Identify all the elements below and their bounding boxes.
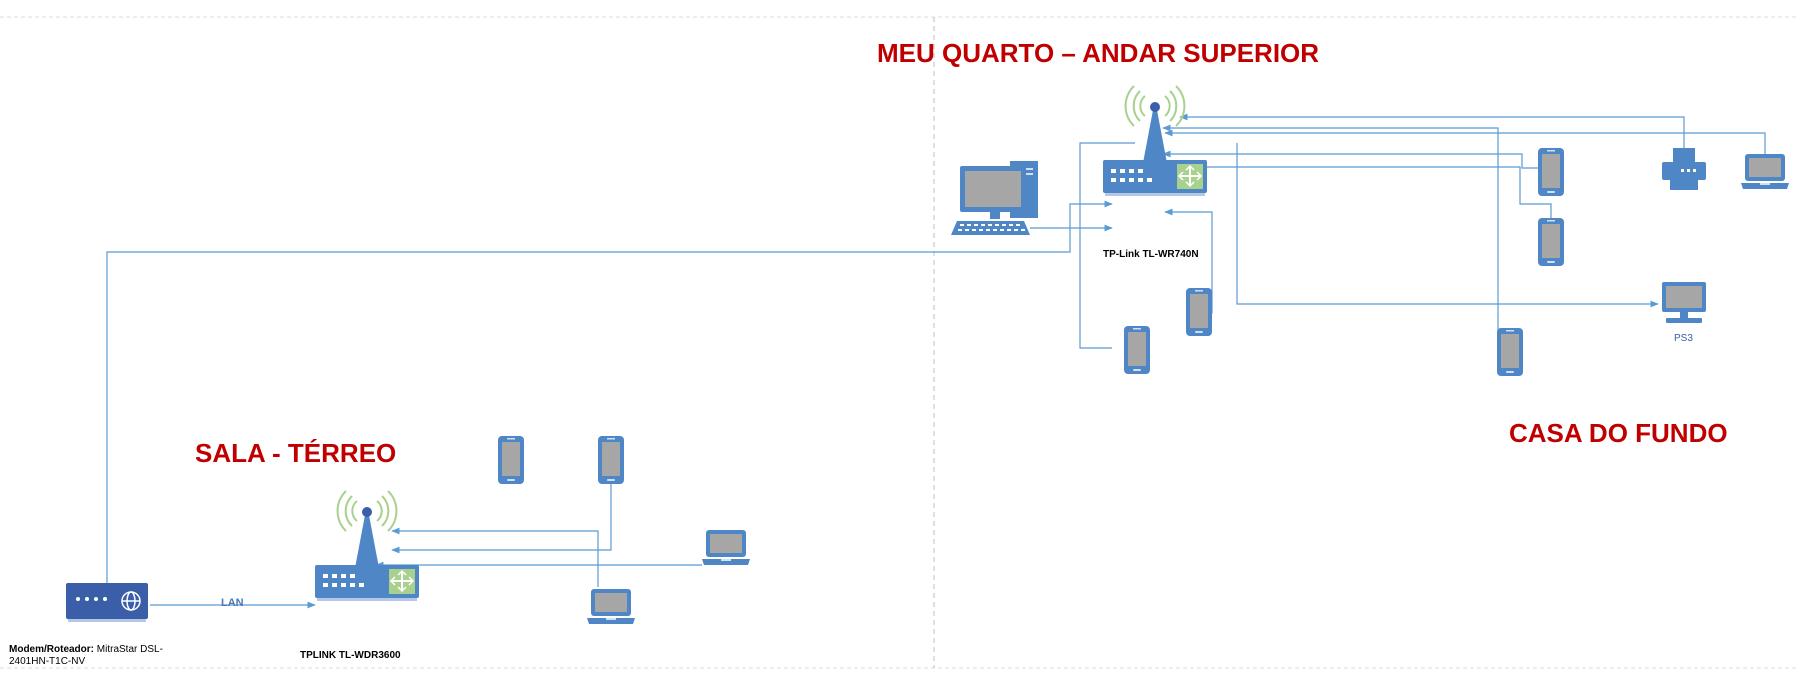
modem-label-model-line2: 2401HN-T1C-NV bbox=[9, 656, 86, 667]
globe-icon bbox=[121, 591, 141, 611]
phone-icon-ground-2 bbox=[598, 436, 624, 484]
router-upstairs-device bbox=[1102, 85, 1208, 197]
zone-title-back-house: CASA DO FUNDO bbox=[1509, 418, 1728, 448]
printer-icon bbox=[1662, 148, 1706, 190]
link-printer bbox=[1179, 113, 1685, 148]
link-phone-upstairs-left bbox=[1079, 142, 1135, 349]
modem-label-bold: Modem/Roteador: bbox=[9, 644, 94, 655]
connections bbox=[106, 113, 1766, 609]
phone-icon-upstairs-left bbox=[1124, 326, 1150, 374]
laptop-icon-ground-bottom bbox=[587, 589, 635, 624]
desktop-computer-icon bbox=[951, 161, 1038, 235]
phone-icon-right-mid bbox=[1538, 218, 1564, 266]
phone-icon-right-bottom bbox=[1497, 328, 1523, 376]
lan-link-label: LAN bbox=[221, 597, 244, 609]
link-laptop-ground-bottom bbox=[391, 527, 599, 587]
ps3-label: PS3 bbox=[1674, 333, 1693, 344]
link-ps3 bbox=[1236, 143, 1659, 308]
link-phone-right-top bbox=[1162, 150, 1538, 169]
modem-label-model: MitraStar DSL- bbox=[94, 644, 163, 655]
link-modem-to-upstairs-router bbox=[106, 200, 1113, 589]
zone-title-upstairs: MEU QUARTO – ANDAR SUPERIOR bbox=[877, 38, 1320, 68]
phone-icon-right-top bbox=[1538, 148, 1564, 196]
zone-title-ground: SALA - TÉRREO bbox=[195, 438, 397, 468]
router-ground-device bbox=[314, 490, 420, 602]
modem-label: Modem/Roteador: MitraStar DSL- 2401HN-T1… bbox=[9, 644, 163, 668]
router-ground-label: TPLINK TL-WDR3600 bbox=[300, 650, 401, 661]
router-upstairs-label: TP-Link TL-WR740N bbox=[1103, 249, 1199, 260]
link-phone-ground-2 bbox=[391, 482, 612, 554]
link-phone-right-mid bbox=[1162, 163, 1552, 242]
link-laptop-right bbox=[1164, 129, 1766, 155]
modem-device bbox=[66, 583, 148, 622]
phone-icon-ground-1 bbox=[498, 436, 524, 484]
laptop-icon-right bbox=[1741, 154, 1789, 189]
ps3-monitor-icon bbox=[1662, 282, 1706, 323]
link-phone-right-bottom bbox=[1162, 124, 1499, 330]
laptop-icon-ground-right bbox=[702, 530, 750, 565]
phone-icon-upstairs-mid bbox=[1186, 288, 1212, 336]
